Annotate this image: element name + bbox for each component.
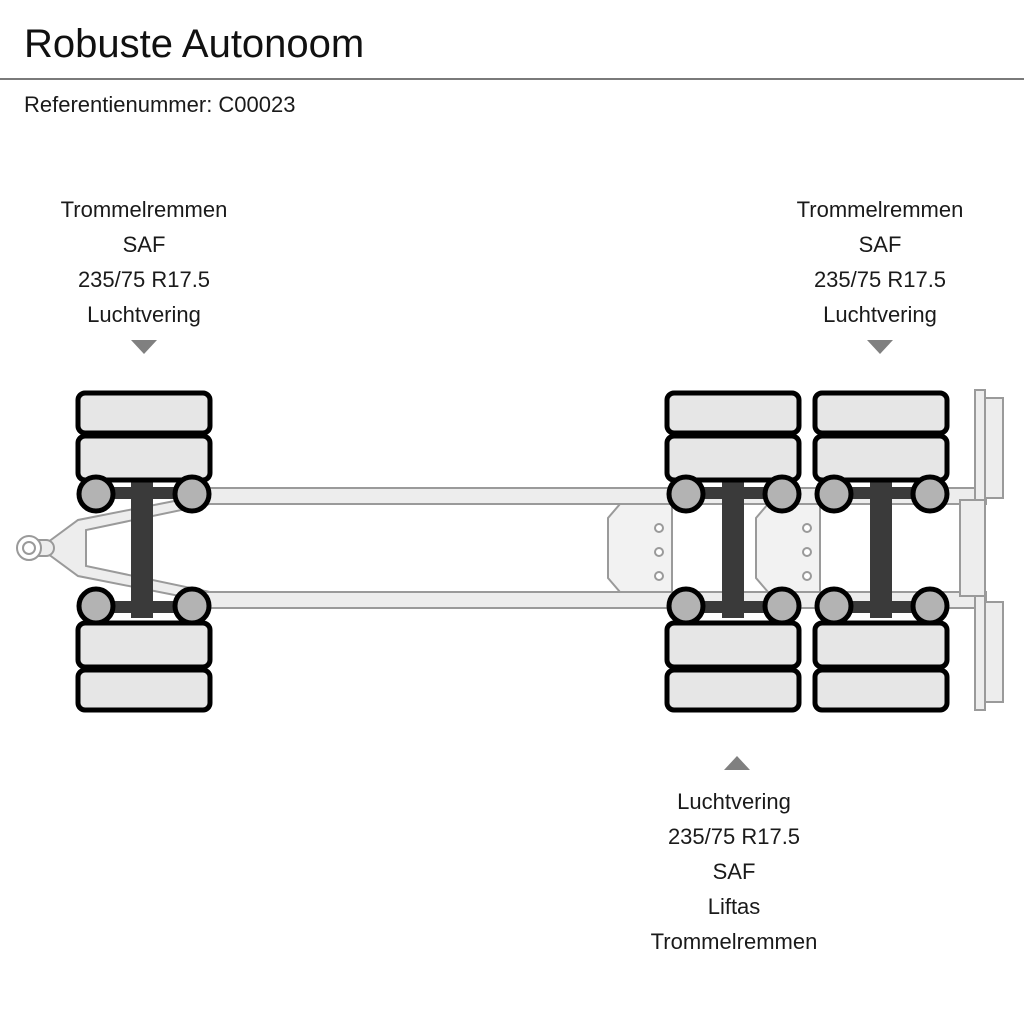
rear-axle-2-assembly [812,390,950,713]
page-title: Robuste Autonoom [24,22,365,66]
callout-rear-axle-group-line-2: 235/75 R17.5 [667,824,801,849]
hub-front-right [172,586,212,626]
tire-front-right-outer [75,667,213,713]
callout-front-axle-line-3: 235/75 R17.5 [77,267,211,292]
drawbar-eye-inner [22,541,36,555]
header-divider [0,78,1024,80]
bolt-hole [802,571,812,581]
rear-bumper-upper [984,397,1004,499]
rear-axle-1-assembly [664,390,802,713]
rear-axle-1-beam [722,482,744,618]
callout-front-axle-line-2: SAF [122,232,166,257]
rear-end-assembly [959,389,1004,711]
tire-front-left-outer [75,390,213,436]
front-axle-arm-top [96,487,192,499]
callout-rear-axle-group-line-1: Luchtvering [677,789,791,814]
bolt-hole [802,523,812,533]
hub-front-left-inner [172,474,212,514]
hub-rear1-right-inner [666,586,706,626]
hub-rear1-right [762,586,802,626]
rear-axle-1-arm-bottom [686,601,782,613]
tire-rear2-left-outer [812,390,950,436]
rear-bumper-lower [984,601,1004,703]
callout-rear-axle-group-line-4: Liftas [707,894,761,919]
callout-front-axle: Trommelremmen SAF 235/75 R17.5 Luchtveri… [24,192,264,332]
callout-rear-axle-group: Luchtvering 235/75 R17.5 SAF Liftas Trom… [584,784,884,959]
drawbar [16,492,211,604]
triangle-down-icon [131,340,157,354]
bolt-hole-group-1 [654,523,664,581]
tire-rear1-right-inner [664,620,802,670]
tire-front-left-inner [75,433,213,483]
front-axle-beam [131,482,153,618]
hub-rear2-right [910,586,950,626]
hub-front-right-inner [76,586,116,626]
callout-front-axle-line-1: Trommelremmen [60,197,228,222]
bolt-hole [654,547,664,557]
callout-rear-axle-right: Trommelremmen SAF 235/75 R17.5 Luchtveri… [760,192,1000,332]
front-axle-arm-bottom [96,601,192,613]
callout-rear-axle-right-line-3: 235/75 R17.5 [813,267,947,292]
hub-rear1-left [666,474,706,514]
callout-front-axle-line-4: Luchtvering [87,302,201,327]
bolt-hole [654,523,664,533]
callout-rear-axle-group-line-5: Trommelremmen [650,929,818,954]
trailer-top-view-diagram [16,389,1004,713]
rear-axle-2-arm-bottom [834,601,930,613]
tire-rear2-left-inner [812,433,950,483]
tire-rear2-right-inner [812,620,950,670]
callout-rear-axle-right-line-4: Luchtvering [823,302,937,327]
callout-rear-axle-right-line-2: SAF [858,232,902,257]
hub-front-left [76,474,116,514]
triangle-down-icon [867,340,893,354]
tire-rear1-right-outer [664,667,802,713]
bolt-hole-group-2 [802,523,812,581]
rear-center-plate [959,499,986,597]
bolt-hole [802,547,812,557]
callout-rear-axle-group-line-3: SAF [712,859,756,884]
tire-rear1-left-outer [664,390,802,436]
bolt-hole [654,571,664,581]
tire-front-right-inner [75,620,213,670]
hub-rear2-left-inner [910,474,950,514]
tire-rear2-right-outer [812,667,950,713]
front-axle-assembly [75,390,213,713]
hub-rear2-left [814,474,854,514]
hub-rear1-left-inner [762,474,802,514]
tire-rear1-left-inner [664,433,802,483]
hub-rear2-right-inner [814,586,854,626]
callout-rear-axle-right-line-1: Trommelremmen [796,197,964,222]
rear-axle-2-arm-top [834,487,930,499]
triangle-up-icon [724,756,750,770]
rear-axle-2-beam [870,482,892,618]
rear-axle-1-arm-top [686,487,782,499]
reference-number: Referentienummer: C00023 [24,92,296,117]
